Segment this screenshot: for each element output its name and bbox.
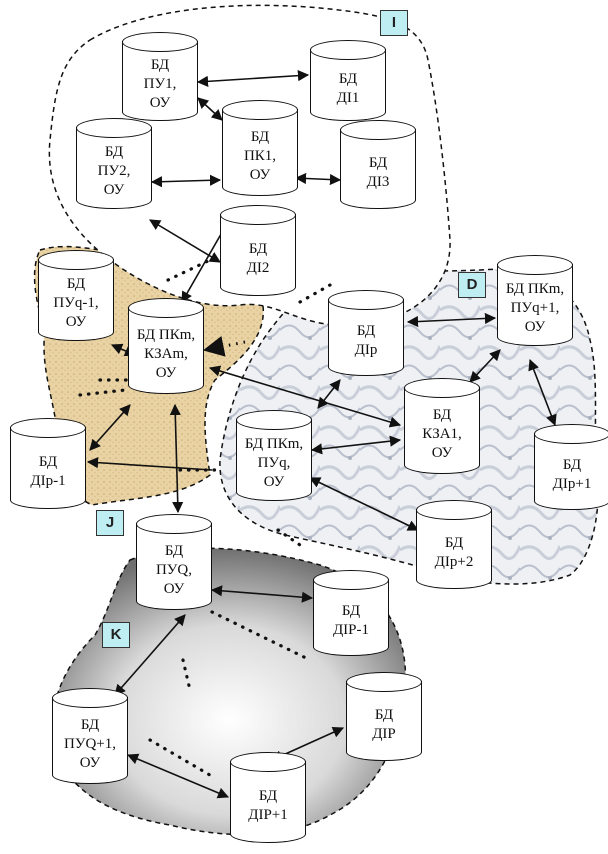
database-node-label-line: БД xyxy=(66,276,86,292)
database-node-label-line: ОУ xyxy=(79,754,101,771)
database-node-label-line: БД xyxy=(80,716,100,733)
database-node-pkm_kza: БД ПКm, КЗАm, ОУ xyxy=(128,298,204,394)
database-node-label: БД ДІP-1 xyxy=(313,602,389,640)
database-node-label-line: БД xyxy=(338,70,358,87)
database-node-label-line: ДІp+2 xyxy=(434,553,474,570)
database-node-label-line: ДІ1 xyxy=(336,89,360,106)
database-node-label-line: БД ПКm, xyxy=(505,281,565,297)
database-node-diP: БД ДІP xyxy=(346,672,422,761)
database-node-label-line: ДІP+1 xyxy=(248,806,288,823)
database-node-label-line: БД xyxy=(444,534,464,551)
database-node-kza1: БД КЗА1, ОУ xyxy=(404,378,480,474)
database-node-label-line: БД xyxy=(562,457,582,473)
database-node-label-line: ОУ xyxy=(263,474,285,490)
database-node-label-line: ПУQ+1, xyxy=(64,735,116,752)
database-node-label-line: БД xyxy=(374,706,394,723)
database-node-label: БД ДІp+1 xyxy=(534,456,608,494)
database-node-label-line: БД xyxy=(368,154,388,171)
database-node-label-line: КЗА1, xyxy=(422,425,462,442)
database-node-label-line: ДІp+1 xyxy=(552,476,592,492)
database-node-label-line: ПУ1, xyxy=(143,76,177,92)
database-node-label-line: ОУ xyxy=(103,182,125,198)
database-node-label: БД ПУq-1, ОУ xyxy=(38,275,114,332)
database-node-diPplus1: БД ДІP+1 xyxy=(230,752,306,843)
region-label-j: J xyxy=(96,510,124,536)
database-node-di2: БД ДІ2 xyxy=(220,205,296,296)
database-node-label: БД ДІP+1 xyxy=(230,787,306,825)
database-node-label-line: ДІ3 xyxy=(366,173,390,190)
database-node-label-line: ПК1, xyxy=(243,147,277,164)
database-node-pkm_puq1: БД ПКm, ПУq+1, ОУ xyxy=(497,255,573,346)
database-node-dip_plus1: БД ДІp+1 xyxy=(534,424,608,510)
database-node-label-line: ПУQ, xyxy=(155,561,193,578)
database-node-label: БД ПКm, КЗАm, ОУ xyxy=(128,326,204,383)
database-node-di1: БД ДІ1 xyxy=(310,40,386,121)
database-node-label-line: БД xyxy=(250,128,270,145)
database-node-label: БД ПКm, ПУq+1, ОУ xyxy=(497,280,573,337)
database-node-label-line: ПУq-1, xyxy=(53,295,99,311)
database-node-label: БД ДІ2 xyxy=(220,240,296,278)
database-node-label: БД ПУQ+1, ОУ xyxy=(52,716,128,773)
region-label-d: D xyxy=(458,272,486,298)
database-node-puQ: БД ПУQ, ОУ xyxy=(136,514,212,610)
database-node-label: БД ДІp+2 xyxy=(416,534,492,572)
database-node-pkm_puq: БД ПКm, ПУq, ОУ xyxy=(236,410,312,501)
database-node-label: БД ПУ1, ОУ xyxy=(122,56,198,113)
database-node-label: БД КЗА1, ОУ xyxy=(404,406,480,463)
database-node-label-line: ДІp xyxy=(354,342,378,358)
database-node-pu1: БД ПУ1, ОУ xyxy=(122,32,198,121)
database-node-label: БД ПУQ, ОУ xyxy=(136,542,212,599)
database-node-label-line: ДІp-1 xyxy=(30,472,66,489)
database-node-puq1: БД ПУq-1, ОУ xyxy=(38,250,114,341)
database-node-label-line: ДІ2 xyxy=(246,259,270,276)
database-node-pu2: БД ПУ2, ОУ xyxy=(76,118,152,209)
database-node-dip_plus2: БД ДІp+2 xyxy=(416,500,492,589)
database-node-label-line: ОУ xyxy=(163,580,185,597)
database-node-label-line: ОУ xyxy=(431,444,453,461)
database-node-label-line: БД xyxy=(432,406,452,423)
database-node-label: БД ДІp xyxy=(328,322,404,360)
database-node-label-line: ПУq, xyxy=(257,455,291,471)
database-node-dip: БД ДІp xyxy=(328,290,404,376)
database-node-label-line: ОУ xyxy=(249,166,271,183)
database-node-puQ1: БД ПУQ+1, ОУ xyxy=(52,688,128,784)
database-node-label-line: ДІP xyxy=(372,725,396,742)
database-node-label: БД ПКm, ПУq, ОУ xyxy=(236,435,312,492)
database-node-label-line: БД xyxy=(150,57,170,73)
database-node-label-line: БД xyxy=(104,144,124,160)
database-node-label-line: БД xyxy=(356,323,376,339)
database-node-label-line: ОУ xyxy=(149,95,171,111)
database-node-label-line: ПУq+1, xyxy=(510,300,560,316)
database-node-label: БД ПУ2, ОУ xyxy=(76,143,152,200)
database-node-pk1: БД ПК1, ОУ xyxy=(222,100,298,196)
database-node-label-line: БД xyxy=(341,603,361,619)
database-node-label: БД ДІp-1 xyxy=(10,453,86,491)
database-node-label-line: ОУ xyxy=(155,364,177,381)
region-label-k: K xyxy=(102,622,130,648)
database-node-label-line: БД xyxy=(248,240,268,257)
database-node-label: БД ДІ3 xyxy=(340,154,416,192)
database-node-label-line: БД ПКm, xyxy=(244,436,304,452)
database-node-label-line: БД ПКm, xyxy=(136,326,196,343)
database-node-label-line: БД xyxy=(258,787,278,804)
database-node-di3: БД ДІ3 xyxy=(340,120,416,209)
database-node-dip1: БД ДІp-1 xyxy=(10,418,86,509)
database-node-label-line: КЗАm, xyxy=(144,345,188,362)
database-node-label: БД ДІ1 xyxy=(310,70,386,108)
database-node-label: БД ДІP xyxy=(346,706,422,744)
database-node-label-line: БД xyxy=(164,542,184,559)
database-node-label-line: БД xyxy=(38,453,58,470)
database-node-label: БД ПК1, ОУ xyxy=(222,128,298,185)
database-node-label-line: ПУ2, xyxy=(97,163,131,179)
database-node-label-line: ОУ xyxy=(65,314,87,330)
database-node-label-line: ОУ xyxy=(524,319,546,335)
database-node-label-line: ДІP-1 xyxy=(332,622,370,638)
database-node-diP1: БД ДІP-1 xyxy=(313,570,389,656)
region-label-i: I xyxy=(380,10,408,36)
